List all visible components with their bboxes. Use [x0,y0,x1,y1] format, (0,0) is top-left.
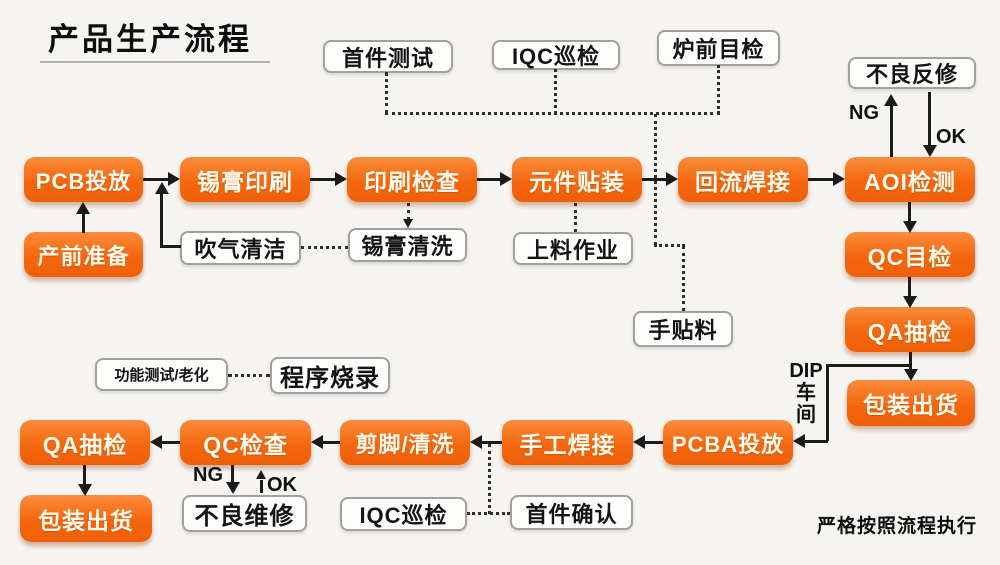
arrow-line [644,441,663,444]
dotted-line [654,114,657,245]
arrow-line [231,465,234,483]
arrow-line [908,202,911,222]
arrow-line [908,277,911,297]
arrow-line [804,440,828,443]
label-dip-line3: 间 [796,404,816,426]
dotted-line [554,69,557,114]
arrow-head [470,435,482,449]
dotted-line [385,72,388,114]
label-ok-top: OK [936,126,966,148]
node-aoi-inspection: AOI检测 [845,157,975,202]
arrow-head [150,435,162,449]
connector-line [826,364,829,441]
dotted-line [228,374,270,377]
arrow-line [322,441,340,444]
arrow-line [310,178,337,181]
arrow-head [311,435,323,449]
aux-first-article-confirm: 首件确认 [510,495,633,530]
title-underline [40,61,270,63]
footer-note: 严格按照流程执行 [817,516,978,537]
arrow-line [82,213,85,233]
dotted-line [654,244,685,247]
aux-function-test-aging: 功能测试/老化 [95,358,228,391]
aux-program-burn: 程序烧录 [270,357,390,394]
arrow-head [793,434,805,448]
dotted-line [574,203,577,232]
label-dip-line1: DIP [789,360,823,382]
arrow-head [666,172,678,186]
label-ng-top: NG [849,102,879,124]
arrow-head [903,296,917,308]
aux-hand-placement: 手贴料 [633,311,733,347]
node-hand-solder: 手工焊接 [502,420,633,465]
dotted-line [385,112,720,115]
dotted-line [301,246,348,249]
arrow-line [83,465,86,485]
arrow-head [500,172,512,186]
arrow-head [256,470,266,479]
aux-furnace-visual: 炉前目检 [657,30,780,66]
arrow-head [168,172,180,186]
arrow-line [909,352,912,370]
node-print-inspection: 印刷检查 [347,157,477,202]
arrow-head [833,172,845,186]
aux-defect-rework: 不良反修 [848,57,976,89]
node-cut-clean: 剪脚/清洗 [340,420,470,465]
node-component-mount: 元件贴装 [512,157,642,202]
arrow-head [335,172,347,186]
aux-air-clean: 吹气清洁 [180,231,301,265]
node-pcb-feed: PCB投放 [24,157,143,202]
node-pcba-feed: PCBA投放 [663,420,793,465]
node-pre-production: 产前准备 [24,232,143,277]
arrow-line [808,178,835,181]
arrow-head [78,484,92,496]
aux-first-article-test: 首件测试 [323,40,453,73]
node-reflow-solder: 回流焊接 [678,157,808,202]
aux-iqc-patrol-bottom: IQC巡检 [340,497,467,531]
node-qc-visual: QC目检 [845,232,975,277]
node-qa-sampling-right: QA抽检 [845,307,975,352]
arrow-head [884,94,898,106]
arrow-line [160,193,163,247]
label-dip-line2: 车 [796,382,816,404]
arrow-line [890,105,893,157]
aux-defect-repair: 不良维修 [182,495,307,532]
arrow-head [155,182,169,194]
arrow-head [904,369,918,381]
arrow-head [226,482,240,494]
dotted-line [488,444,491,514]
arrow-head [633,435,645,449]
arrow-line [477,178,502,181]
arrow-line [481,441,502,444]
arrow-head [76,202,90,214]
node-packing-right: 包装出货 [847,380,975,426]
label-ng-bottom: NG [193,464,223,486]
arrow-head [903,221,917,233]
aux-loading-work: 上料作业 [513,232,633,265]
node-packing-bottom: 包装出货 [20,495,152,542]
arrow-head [923,145,937,157]
node-qc-check: QC检查 [180,420,311,465]
aux-paste-clean: 锡膏清洗 [348,228,467,262]
dotted-line [407,203,410,220]
arrow-line [260,480,263,493]
arrow-line [161,441,180,444]
label-ok-bottom: OK [267,474,297,496]
arrow-line [143,178,171,181]
page-title: 产品生产流程 [48,22,252,57]
node-solder-paste-print: 锡膏印刷 [180,157,310,202]
arrow-head [403,219,413,228]
aux-iqc-patrol-top: IQC巡检 [492,40,620,70]
connector-line [826,364,911,367]
dotted-line [717,65,720,114]
arrow-line [160,245,181,248]
arrow-line [928,92,931,146]
node-qa-sampling-bottom: QA抽检 [20,420,150,465]
dotted-line [682,246,685,311]
label-dip-workshop: DIP 车 间 [786,360,826,426]
